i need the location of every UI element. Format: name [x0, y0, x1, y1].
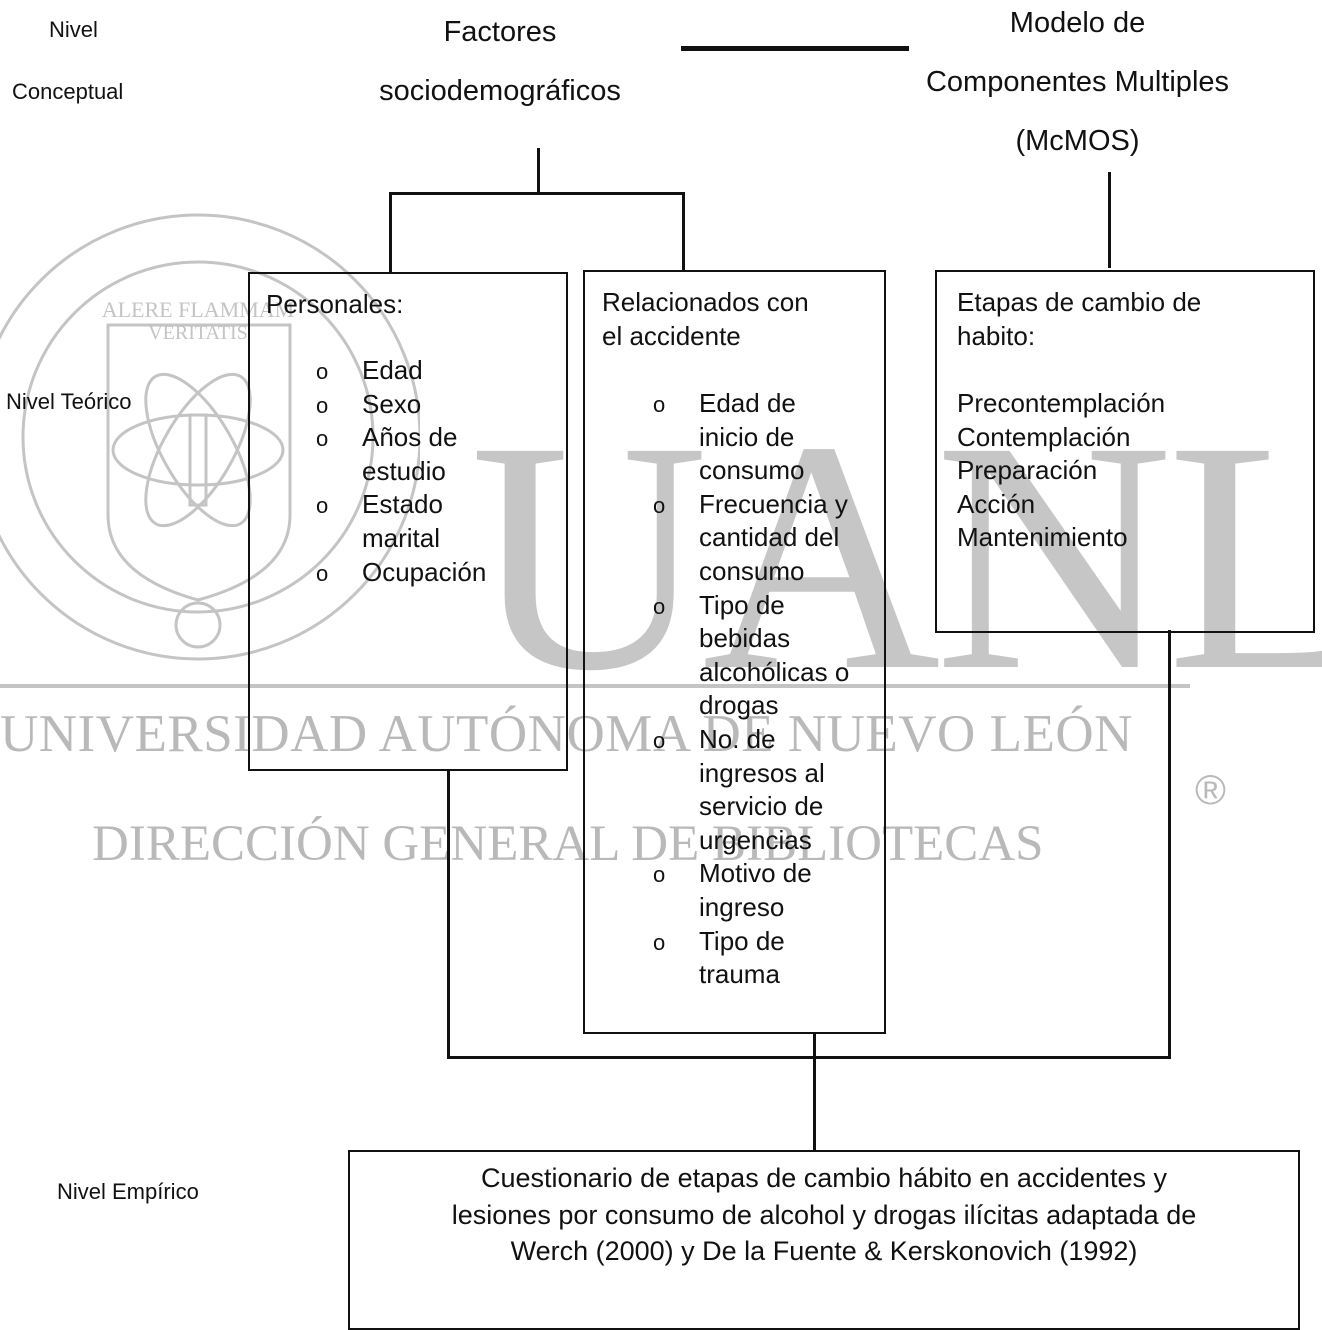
- link-line-top: [681, 46, 909, 51]
- cuestionario-line1: Cuestionario de etapas de cambio hábito …: [481, 1163, 1167, 1193]
- level-teorico: Nivel Teórico: [6, 389, 132, 414]
- list-item: Precontemplación: [957, 388, 1166, 418]
- header-modelo-line2: Componentes Multiples: [925, 66, 1230, 98]
- connector-factores-down: [537, 148, 540, 194]
- connector-left-bottom: [447, 770, 450, 1059]
- list-item: Acción: [957, 488, 1036, 519]
- connector-modelo-down: [1108, 172, 1111, 268]
- header-modelo-line1: Modelo de: [1009, 7, 1146, 39]
- level-empirico: Nivel Empírico: [57, 1179, 199, 1204]
- header-factores: Factores sociodemográficos: [340, 3, 660, 121]
- level-conceptual-line1: Nivel: [49, 17, 98, 42]
- box-etapas: Etapas de cambio de habito: Precontempla…: [935, 270, 1315, 633]
- connector-bottom-bar: [447, 1056, 1171, 1059]
- etapas-title: Etapas de cambio de habito:: [957, 287, 1202, 351]
- watermark-registered: ®: [1195, 766, 1226, 813]
- university-seal-watermark: ALERE FLAMMAM VERITATIS: [0, 213, 420, 661]
- connector-left-down: [389, 192, 392, 272]
- personales-title: Personales:: [266, 289, 404, 319]
- cuestionario-line2: lesiones por consumo de alcohol y drogas…: [451, 1199, 1197, 1230]
- watermark-uanl: UANL: [470, 374, 1322, 739]
- svg-text:ALERE FLAMMAM: ALERE FLAMMAM: [102, 297, 295, 322]
- watermark-rule: [0, 684, 1190, 688]
- box-cuestionario: Cuestionario de etapas de cambio hábito …: [348, 1150, 1300, 1330]
- list-item: Preparación: [957, 455, 1098, 486]
- header-factores-line1: Factores: [443, 16, 557, 48]
- cuestionario-line3: Werch (2000) y De la Fuente & Kerskonovi…: [510, 1236, 1138, 1266]
- list-item: Mantenimiento: [957, 522, 1128, 553]
- header-modelo: Modelo de Componentes Multiples (McMOS): [880, 0, 1275, 171]
- connector-factores-bar: [389, 192, 685, 195]
- watermark-direccion: DIRECCIÓN GENERAL DE BIBLIOTECAS: [92, 816, 1044, 872]
- connector-right-down: [682, 192, 685, 272]
- etapas-list: Precontemplación Contemplación Preparaci…: [957, 387, 1165, 555]
- svg-text:VERITATIS: VERITATIS: [148, 322, 248, 344]
- header-factores-line2: sociodemográficos: [379, 75, 621, 107]
- connector-right-bottom: [1168, 630, 1171, 1059]
- level-conceptual-line2: Conceptual: [12, 79, 124, 104]
- header-modelo-line3: (McMOS): [1015, 125, 1140, 157]
- list-item: Contemplación: [957, 421, 1131, 452]
- connector-empirico-down: [813, 1032, 816, 1152]
- accidente-title: Relacionados con el accidente: [602, 287, 809, 351]
